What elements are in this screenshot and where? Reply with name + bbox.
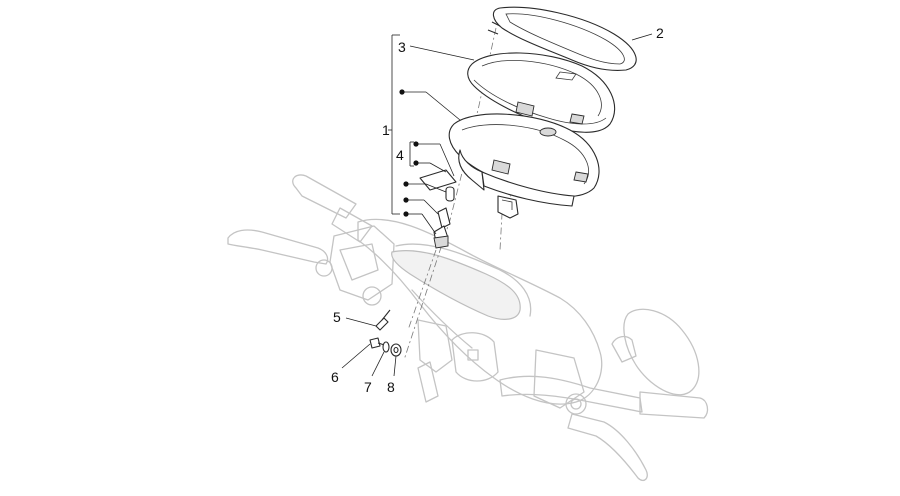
leader-lines <box>341 33 653 377</box>
instrument-lens <box>467 52 616 133</box>
handlebar-assembly-ghost <box>227 174 709 482</box>
bracket-item-4 <box>409 141 414 167</box>
instrument-cover-ring <box>487 6 637 71</box>
callout-8: 8 <box>387 379 395 395</box>
bracket-item-1 <box>388 34 400 215</box>
callout-1: 1 <box>382 122 390 138</box>
callout-5: 5 <box>333 309 341 325</box>
callout-3: 3 <box>398 39 406 55</box>
fasteners <box>369 309 402 357</box>
small-parts-group <box>419 169 457 249</box>
callout-labels: 1 2 3 4 5 6 7 8 <box>331 25 664 395</box>
callout-7: 7 <box>364 379 372 395</box>
callout-2: 2 <box>656 25 664 41</box>
callout-6: 6 <box>331 369 339 385</box>
callout-4: 4 <box>396 147 404 163</box>
instrument-cluster <box>448 113 600 219</box>
